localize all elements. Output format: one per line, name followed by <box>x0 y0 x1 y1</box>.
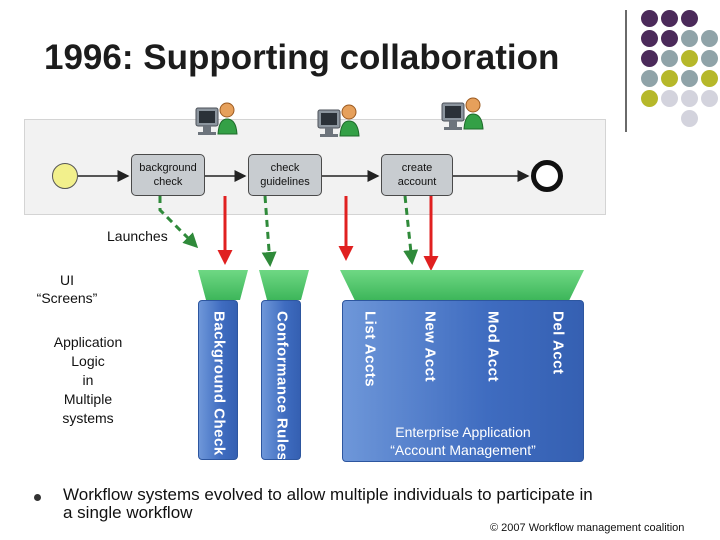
enterprise-label-line: “Account Management” <box>390 442 536 458</box>
task-label: account <box>397 176 437 188</box>
function-label: New Acct <box>421 311 439 382</box>
task-label: background <box>139 162 197 174</box>
dot-gray <box>681 30 698 47</box>
task-label: check <box>153 176 183 188</box>
dot-olive <box>641 90 658 107</box>
task-background-check: background check <box>131 154 205 196</box>
dot-olive <box>661 70 678 87</box>
launches-label: Launches <box>107 228 168 244</box>
dot-purple <box>641 50 658 67</box>
app-logic-line: systems <box>62 410 114 426</box>
launch-arrow <box>158 196 199 249</box>
end-event <box>531 160 563 192</box>
bullet-text: Workflow systems evolved to allow multip… <box>63 485 593 522</box>
title-divider <box>625 10 627 132</box>
dot-olive <box>701 70 718 87</box>
dot-gray <box>641 70 658 87</box>
task-check-guidelines: check guidelines <box>248 154 322 196</box>
app-logic-line: in <box>82 372 94 388</box>
system-background-check: Background Check <box>198 300 238 460</box>
dot-light <box>681 90 698 107</box>
ui-screen-funnel <box>259 270 309 300</box>
dot-gray <box>701 50 718 67</box>
ui-screen-funnel <box>198 270 248 300</box>
dot-light <box>661 90 678 107</box>
launch-arrow <box>261 195 277 267</box>
system-label: Conformance Rules <box>273 311 291 460</box>
dot-purple <box>641 30 658 47</box>
system-label: Background Check <box>210 311 228 456</box>
dot-purple <box>661 30 678 47</box>
ui-screens-label: UI “Screens” <box>22 271 112 307</box>
dot-gray <box>661 50 678 67</box>
dot-light <box>701 90 718 107</box>
enterprise-label-line: Enterprise Application <box>395 424 531 440</box>
dot-gray <box>681 70 698 87</box>
task-create-account: create account <box>381 154 453 196</box>
enterprise-label: Enterprise Application “Account Manageme… <box>343 423 583 459</box>
copyright-notice: © 2007 Workflow management coalition <box>490 522 685 534</box>
app-logic-line: Multiple <box>63 391 113 407</box>
dot-light <box>681 110 698 127</box>
ui-screens-line: UI <box>60 272 74 288</box>
ui-screens-line: “Screens” <box>36 290 98 306</box>
task-label: create <box>401 162 433 174</box>
bullet-icon <box>34 494 41 501</box>
app-logic-line: Logic <box>71 353 105 369</box>
function-label: Mod Acct <box>484 311 502 382</box>
dot-purple <box>641 10 658 27</box>
function-label: List Accts <box>361 311 379 388</box>
launch-arrow <box>403 195 419 265</box>
ui-screen-funnel <box>340 270 584 300</box>
application-logic-label: Application Logic in Multiple systems <box>38 333 138 428</box>
dot-gray <box>701 30 718 47</box>
dot-olive <box>681 50 698 67</box>
dot-purple <box>661 10 678 27</box>
app-logic-line: Application <box>53 334 123 350</box>
task-label: guidelines <box>260 176 310 188</box>
function-label: Del Acct <box>549 311 567 375</box>
slide-title: 1996: Supporting collaboration <box>44 38 560 77</box>
dot-purple <box>681 10 698 27</box>
task-label: check <box>270 162 300 174</box>
system-conformance-rules: Conformance Rules <box>261 300 301 460</box>
start-event <box>52 163 78 189</box>
system-enterprise-application: List Accts New Acct Mod Acct Del Acct En… <box>342 300 584 462</box>
